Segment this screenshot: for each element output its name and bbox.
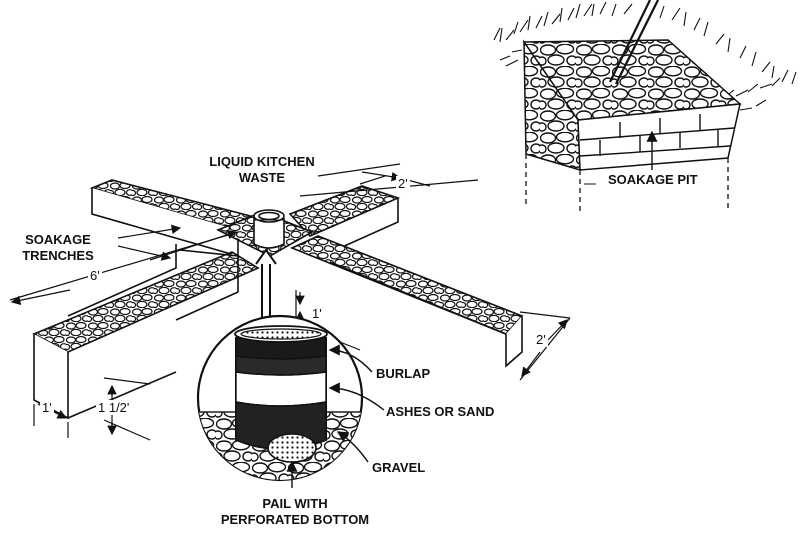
dim-trench-length: 6' (88, 268, 102, 283)
label-soakage-trenches: SOAKAGE TRENCHES (6, 232, 110, 264)
grass (493, 1, 797, 111)
label-liquid-kitchen-waste-line2: WASTE (238, 170, 286, 185)
label-soakage-trenches-line1: SOAKAGE (25, 232, 91, 247)
label-burlap: BURLAP (376, 366, 431, 381)
label-soakage-trenches-line2: TRENCHES (22, 248, 94, 263)
soakage-pit (493, 0, 797, 214)
ashes-sand-layer (235, 371, 327, 407)
perforated-bottom (267, 433, 317, 463)
label-pail-with-perforated-bottom: PAIL WITH PERFORATED BOTTOM (220, 496, 370, 528)
label-soakage-pit: SOAKAGE PIT (606, 172, 700, 188)
trench-arm-front-left (32, 251, 260, 353)
label-pail-line2: PERFORATED BOTTOM (220, 512, 370, 527)
label-liquid-kitchen-waste: LIQUID KITCHEN WASTE (200, 154, 324, 186)
dim-trench-width-top: 2' (396, 176, 410, 191)
label-liquid-kitchen-waste-line1: LIQUID KITCHEN (209, 154, 315, 169)
dim-trench-width-right: 2' (534, 332, 548, 347)
dim-trench-depth: 1' (312, 306, 322, 321)
dim-front-depth: 1 1/2' (96, 400, 132, 415)
label-pail-line1: PAIL WITH (262, 496, 328, 511)
label-gravel: GRAVEL (372, 460, 426, 475)
waste-container (253, 209, 285, 249)
detail-leader (255, 248, 277, 318)
trench-arm-right (289, 235, 524, 335)
pail-detail (196, 314, 385, 488)
label-ashes-or-sand: ASHES OR SAND (386, 404, 495, 419)
dim-front-width: 1' (40, 400, 54, 415)
